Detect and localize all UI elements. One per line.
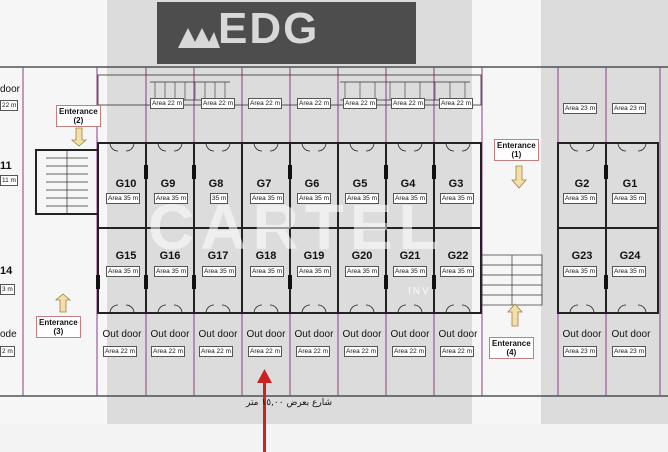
unit-label: G22 bbox=[447, 250, 469, 262]
outdoor-label: Out door bbox=[102, 329, 142, 340]
unit-area: Area 35 m bbox=[250, 193, 284, 204]
left-edge-area: 11 m bbox=[0, 175, 18, 186]
unit-area: Area 35 m bbox=[154, 193, 188, 204]
outdoor-label: Out door bbox=[294, 329, 334, 340]
watermark-sub: INV bbox=[408, 286, 431, 297]
outdoor-label: Out door bbox=[246, 329, 286, 340]
entrance-number: (1) bbox=[511, 150, 522, 159]
unit-area: Area 35 m bbox=[612, 193, 646, 204]
unit-label: G19 bbox=[303, 250, 325, 262]
white-strip-bottom bbox=[0, 424, 668, 452]
unit-area: Area 35 m bbox=[393, 266, 427, 277]
outdoor-label: Out door bbox=[611, 329, 651, 340]
outdoor-area: Area 23 m bbox=[612, 346, 646, 357]
unit-label: G23 bbox=[571, 250, 593, 262]
top-strip-area: Area 22 m bbox=[297, 98, 331, 109]
outdoor-area: Area 22 m bbox=[440, 346, 474, 357]
unit-area: Area 35 m bbox=[440, 193, 474, 204]
top-strip-area: Area 22 m bbox=[343, 98, 377, 109]
unit-label: G4 bbox=[400, 178, 416, 190]
top-strip-area: Area 22 m bbox=[150, 98, 184, 109]
unit-label: G15 bbox=[115, 250, 137, 262]
entrance-1-label: Enterance (1) bbox=[494, 139, 539, 161]
left-edge-unit: 14 bbox=[0, 265, 13, 277]
logo-text: EDG bbox=[218, 4, 320, 53]
unit-label: G9 bbox=[160, 178, 176, 190]
unit-area: Area 35 m bbox=[563, 193, 597, 204]
unit-label: G20 bbox=[351, 250, 373, 262]
unit-area: Area 35 m bbox=[154, 266, 188, 277]
left-edge-label: ode bbox=[0, 329, 17, 340]
top-strip-area: Area 22 m bbox=[201, 98, 235, 109]
outdoor-label: Out door bbox=[198, 329, 238, 340]
top-right-strip-area: Area 23 m bbox=[563, 103, 597, 114]
outdoor-area: Area 22 m bbox=[199, 346, 233, 357]
top-strip-area: Area 22 m bbox=[248, 98, 282, 109]
entrance-text: Enterance bbox=[492, 339, 531, 348]
unit-label: G7 bbox=[256, 178, 272, 190]
unit-label: G3 bbox=[448, 178, 464, 190]
unit-label: G24 bbox=[619, 250, 641, 262]
entrance-text: Enterance bbox=[497, 141, 536, 150]
unit-area: Area 35 m bbox=[563, 266, 597, 277]
unit-area: Area 35 m bbox=[250, 266, 284, 277]
shaded-zone-right bbox=[541, 0, 668, 452]
unit-label: G6 bbox=[304, 178, 320, 190]
unit-label: G1 bbox=[622, 178, 638, 190]
unit-area: Area 35 m bbox=[345, 193, 379, 204]
outdoor-label: Out door bbox=[438, 329, 478, 340]
left-edge-area: 2 m bbox=[0, 346, 15, 357]
edg-logo-icon bbox=[178, 28, 220, 48]
left-edge-label: door bbox=[0, 84, 21, 95]
outdoor-label: Out door bbox=[342, 329, 382, 340]
unit-area: 35 m bbox=[210, 193, 229, 204]
unit-label: G18 bbox=[255, 250, 277, 262]
unit-area: Area 35 m bbox=[106, 193, 140, 204]
street-label: شارع بعرض ١٥,٠٠ متر bbox=[246, 398, 332, 408]
outdoor-area: Area 22 m bbox=[103, 346, 137, 357]
unit-area: Area 35 m bbox=[345, 266, 379, 277]
outdoor-label: Out door bbox=[390, 329, 430, 340]
entrance-2-label: Enterance (2) bbox=[56, 105, 101, 127]
unit-label: G5 bbox=[352, 178, 368, 190]
entrance-number: (4) bbox=[506, 348, 517, 357]
left-edge-area: 3 m bbox=[0, 284, 15, 295]
unit-area: Area 35 m bbox=[297, 266, 331, 277]
unit-label: G10 bbox=[115, 178, 137, 190]
entrance-4-label: Enterance (4) bbox=[489, 337, 534, 359]
left-edge-unit: 11 bbox=[0, 160, 12, 172]
outdoor-area: Area 22 m bbox=[344, 346, 378, 357]
unit-area: Area 35 m bbox=[106, 266, 140, 277]
outdoor-area: Area 23 m bbox=[563, 346, 597, 357]
unit-label: G16 bbox=[159, 250, 181, 262]
unit-area: Area 35 m bbox=[202, 266, 236, 277]
unit-area: Area 35 m bbox=[612, 266, 646, 277]
unit-area: Area 35 m bbox=[297, 193, 331, 204]
entrance-text: Enterance bbox=[59, 107, 98, 116]
outdoor-area: Area 22 m bbox=[151, 346, 185, 357]
outdoor-area: Area 22 m bbox=[392, 346, 426, 357]
entrance-number: (2) bbox=[73, 116, 84, 125]
left-edge-area: 22 m bbox=[0, 100, 19, 111]
entrance-3-label: Enterance (3) bbox=[36, 316, 81, 338]
top-strip-area: Area 22 m bbox=[391, 98, 425, 109]
unit-label: G17 bbox=[207, 250, 229, 262]
top-strip-area: Area 22 m bbox=[439, 98, 473, 109]
unit-label: G21 bbox=[399, 250, 421, 262]
outdoor-label: Out door bbox=[562, 329, 602, 340]
entrance-text: Enterance bbox=[39, 318, 78, 327]
entrance-number: (3) bbox=[53, 327, 64, 336]
watermark-text: CARTEL bbox=[148, 191, 444, 263]
outdoor-label: Out door bbox=[150, 329, 190, 340]
outdoor-area: Area 22 m bbox=[296, 346, 330, 357]
unit-label: G2 bbox=[574, 178, 590, 190]
outdoor-area: Area 22 m bbox=[248, 346, 282, 357]
unit-area: Area 35 m bbox=[393, 193, 427, 204]
unit-area: Area 35 m bbox=[440, 266, 474, 277]
unit-label: G8 bbox=[208, 178, 224, 190]
top-right-strip-area: Area 23 m bbox=[612, 103, 646, 114]
